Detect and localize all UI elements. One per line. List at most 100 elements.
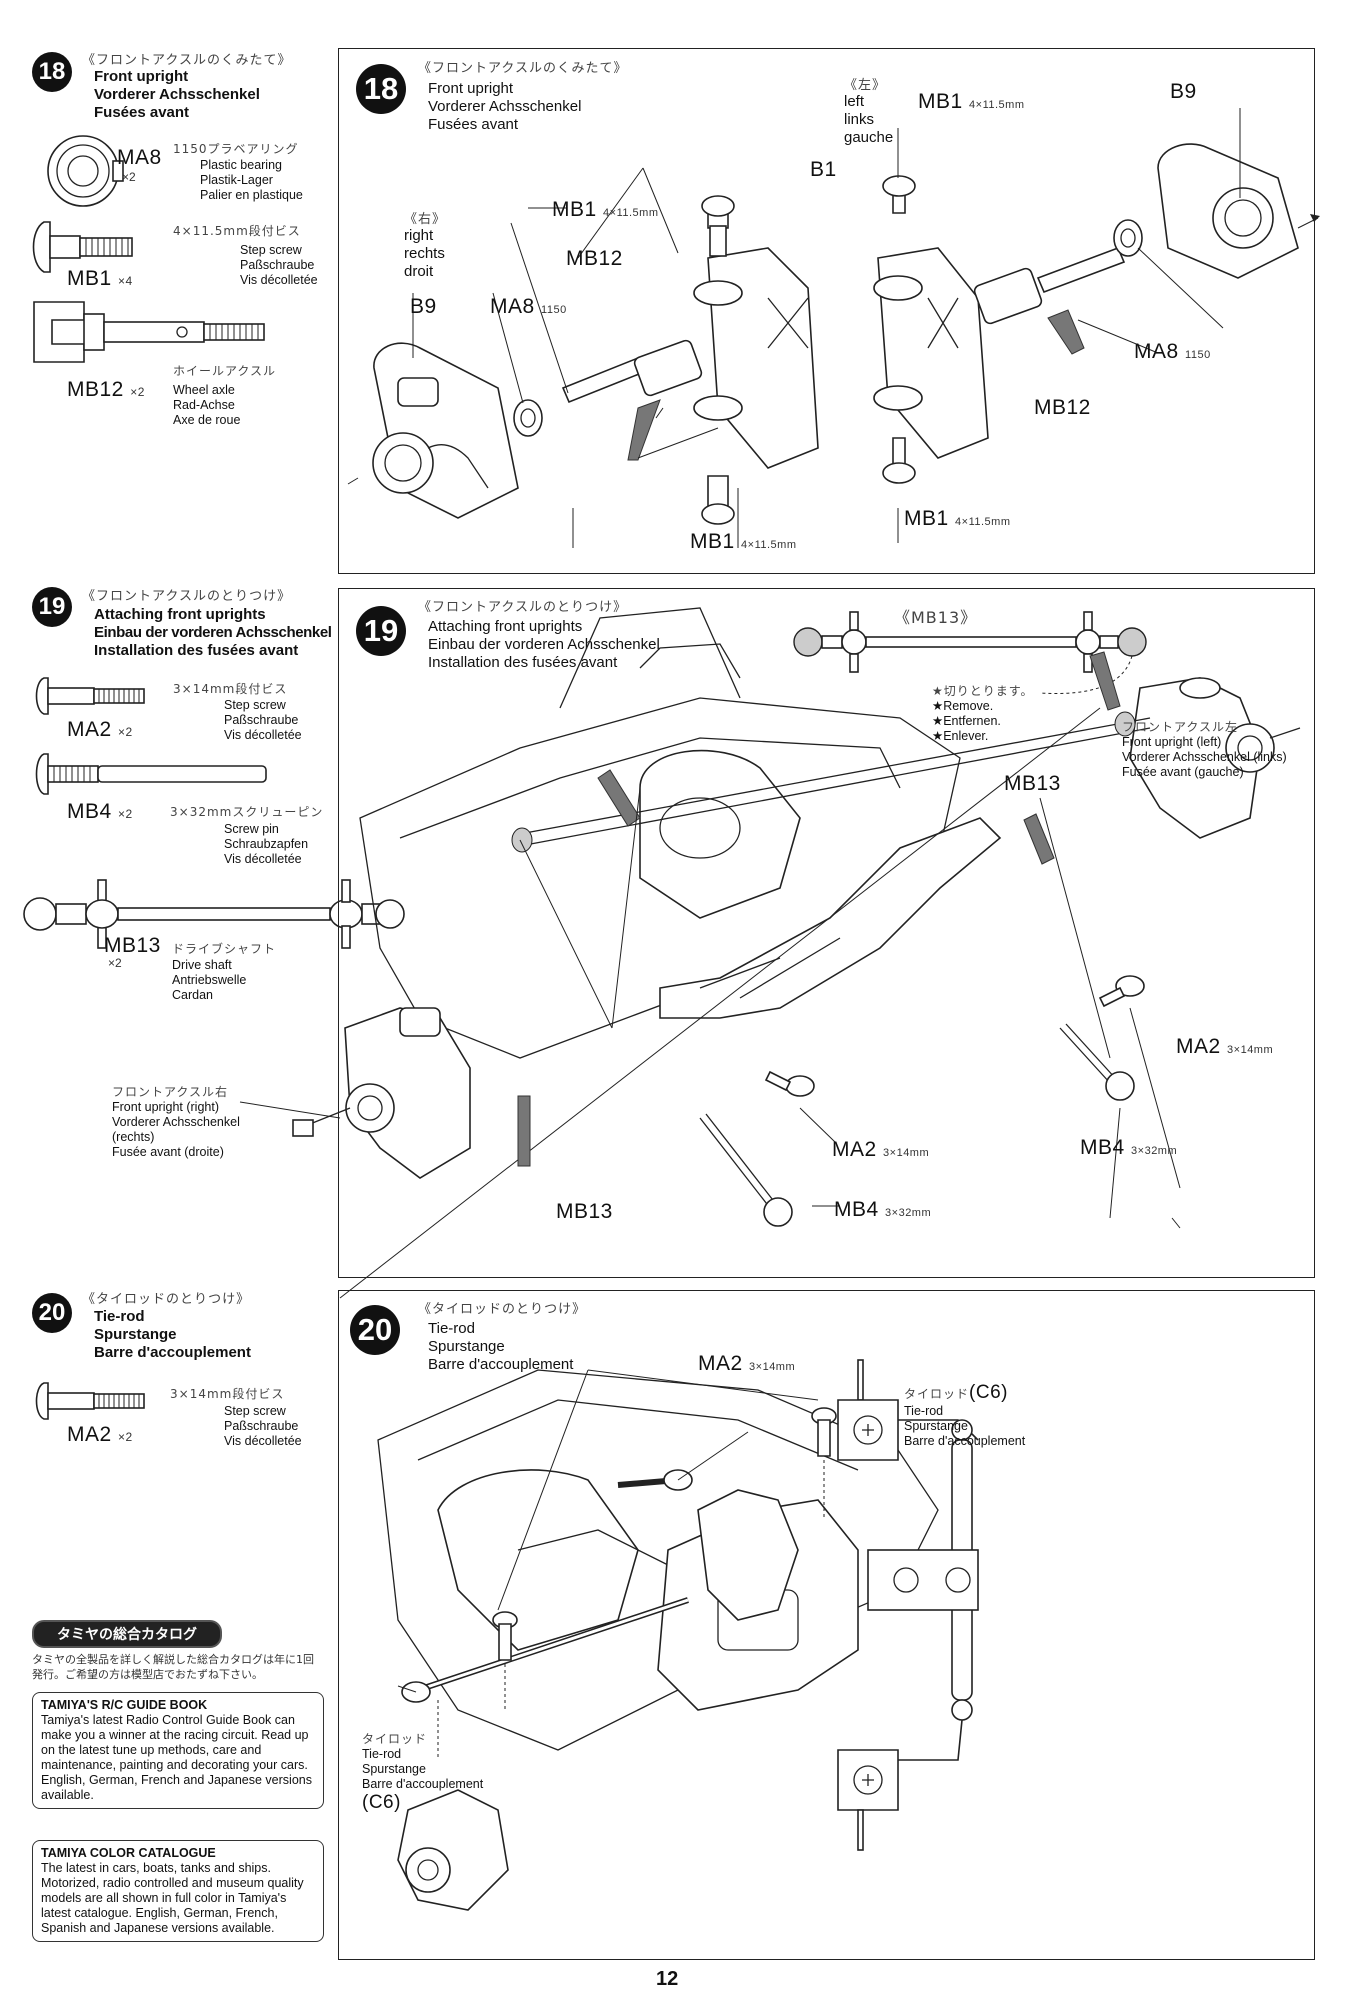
diagram-title-de: Vorderer Achsschenkel xyxy=(428,98,582,115)
label-front-upright-left-de: Vorderer Achsschenkel (links) xyxy=(1122,750,1287,764)
label-b9-right: B9 xyxy=(410,295,437,318)
step-number-20: 20 xyxy=(32,1293,72,1333)
page-number: 12 xyxy=(656,1968,679,1990)
part-fr-mb4: Vis décolletée xyxy=(224,852,302,866)
diagram-title-en: Front upright xyxy=(428,80,514,97)
part-de-ma2-20: Paßschraube xyxy=(224,1419,299,1433)
label-tie-rod-bottom: タイロッド Tie-rod Spurstange Barre d'accoupl… xyxy=(362,1730,483,1814)
step-20-diagram-frame xyxy=(338,1290,1315,1960)
step20-title-en: Tie-rod xyxy=(94,1308,145,1325)
label-right-fr: droit xyxy=(404,263,434,280)
label-front-upright-left-fr: Fusée avant (gauche) xyxy=(1122,765,1244,779)
label-ma2-right: MA2 3×14mm xyxy=(1176,1035,1274,1058)
part-code-ma2-20: MA2 ×2 xyxy=(67,1423,133,1446)
label-front-upright-right-de2: (rechts) xyxy=(112,1130,155,1144)
label-mb13-top: MB13 xyxy=(1004,772,1061,795)
step-19-diagram-frame xyxy=(338,588,1315,1278)
label-left-jp: 《左》 xyxy=(844,78,887,93)
color-catalogue-box: TAMIYA COLOR CATALOGUE The latest in car… xyxy=(32,1840,324,1942)
part-desc-ma8: Plastic bearing Plastik-Lager Palier en … xyxy=(200,158,303,203)
part-desc-mb12: Wheel axle Rad-Achse Axe de roue xyxy=(173,383,240,428)
label-mb12-right: MB12 xyxy=(566,247,623,270)
label-mb1-bottom: MB1 4×11.5mm xyxy=(690,530,797,553)
label-front-upright-left-jp: フロントアクスル左 xyxy=(1122,720,1239,734)
guide-book-title: TAMIYA'S R/C GUIDE BOOK xyxy=(41,1698,208,1712)
part-jp-mb4: 3×32mmスクリューピン xyxy=(170,805,324,819)
label-tie-rod-bottom-de: Spurstange xyxy=(362,1762,426,1776)
label-tie-rod-bottom-en: Tie-rod xyxy=(362,1747,402,1761)
label-left-fr: gauche xyxy=(844,129,894,146)
label-tie-rod-top-en: Tie-rod xyxy=(904,1404,944,1418)
diagram20-title-en: Tie-rod xyxy=(428,1320,475,1337)
step-title-jp: 《フロントアクスルのくみたて》 xyxy=(82,53,292,68)
part-desc-mb13: Drive shaft Antriebswelle Cardan xyxy=(172,958,246,1003)
drive-shaft-mb13-icon xyxy=(23,879,405,949)
label-mb13-detail: 《MB13》 xyxy=(894,608,978,627)
color-catalogue-text: The latest in cars, boats, tanks and shi… xyxy=(41,1861,304,1935)
part-jp-ma2: 3×14mm段付ビス xyxy=(173,682,288,696)
part-en-ma2: Step screw xyxy=(224,698,286,712)
step-title-de: Vorderer Achsschenkel xyxy=(94,86,260,103)
diagram-title-fr: Fusées avant xyxy=(428,116,519,133)
label-b9-left: B9 xyxy=(1170,80,1197,103)
part-code-mb1: MB1 ×4 xyxy=(67,267,133,290)
remove-note-en: ★Remove. xyxy=(932,699,994,713)
step-title: Front upright Vorderer Achsschenkel Fusé… xyxy=(94,68,260,122)
label-right: 《右》 right rechts droit xyxy=(404,208,446,281)
label-ma2-20: MA2 3×14mm xyxy=(698,1352,796,1375)
label-right-en: right xyxy=(404,227,434,244)
label-mb1-bottom-left: MB1 4×11.5mm xyxy=(904,507,1011,530)
part-code-mb4: MB4 ×2 xyxy=(67,800,133,823)
wheel-axle-icon xyxy=(33,301,265,363)
label-tie-rod-top-de: Spurstange xyxy=(904,1419,968,1433)
label-left-en: left xyxy=(844,93,865,110)
part-jp-mb1: 4×11.5mm段付ビス xyxy=(173,224,301,238)
step19-title-en: Attaching front uprights xyxy=(94,606,266,623)
part-de-mb1: Paßschraube xyxy=(240,258,315,272)
front-upright-install-drawing xyxy=(239,607,1301,1299)
label-mb4-right: MB4 3×32mm xyxy=(1080,1136,1178,1159)
part-en-mb4: Screw pin xyxy=(224,822,279,836)
part-qty-mb13: ×2 xyxy=(108,956,122,970)
step-title-en: Front upright xyxy=(94,68,189,85)
step-number-18-diagram: 18 xyxy=(356,64,406,114)
part-de-mb13: Antriebswelle xyxy=(172,973,247,987)
label-tie-rod-bottom-code: (C6) xyxy=(362,1792,401,1813)
step-screw-ma2-icon-20 xyxy=(35,1382,145,1420)
color-catalogue-title: TAMIYA COLOR CATALOGUE xyxy=(41,1846,216,1860)
label-front-upright-right-de: Vorderer Achsschenkel xyxy=(112,1115,240,1129)
step20-title-de: Spurstange xyxy=(94,1326,177,1343)
step20-title: Tie-rod Spurstange Barre d'accouplement xyxy=(94,1308,251,1362)
diagram19-title: Attaching front uprights Einbau der vord… xyxy=(428,618,660,672)
diagram19-title-en: Attaching front uprights xyxy=(428,618,583,635)
label-mb1-top-right: MB1 4×11.5mm xyxy=(918,90,1025,113)
part-fr-ma2: Vis décolletée xyxy=(224,728,302,742)
step19-title-fr: Installation des fusées avant xyxy=(94,642,299,659)
diagram20-title-de: Spurstange xyxy=(428,1338,505,1355)
part-de-mb4: Schraubzapfen xyxy=(224,837,309,851)
part-jp-ma2-20: 3×14mm段付ビス xyxy=(170,1387,285,1401)
label-front-upright-right: フロントアクスル右 Front upright (right) Vorderer… xyxy=(112,1083,240,1160)
label-mb12-left: MB12 xyxy=(1034,396,1091,419)
label-tie-rod-bottom-jp: タイロッド xyxy=(362,1732,428,1746)
step19-title-de: Einbau der vorderen Achsschenkel xyxy=(94,624,332,641)
label-front-upright-right-en: Front upright (right) xyxy=(112,1100,219,1114)
part-fr-ma2-20: Vis décolletée xyxy=(224,1434,302,1448)
guide-book-box: TAMIYA'S R/C GUIDE BOOK Tamiya's latest … xyxy=(32,1692,324,1809)
part-jp-mb13: ドライブシャフト xyxy=(172,942,277,956)
label-right-de: rechts xyxy=(404,245,445,262)
part-desc-mb4: Screw pin Schraubzapfen Vis décolletée xyxy=(224,822,308,867)
label-ma2-centre: MA2 3×14mm xyxy=(832,1138,930,1161)
diagram20-title-jp: 《タイロッドのとりつけ》 xyxy=(418,1302,587,1317)
part-desc-ma2-20: Step screw Paßschraube Vis décolletée xyxy=(224,1404,302,1449)
step19-title: Attaching front uprights Einbau der vord… xyxy=(94,606,332,660)
tie-rod-drawing xyxy=(377,1359,979,1911)
part-code-ma2: MA2 ×2 xyxy=(67,718,133,741)
step20-title-jp: 《タイロッドのとりつけ》 xyxy=(82,1292,251,1307)
part-de-ma2: Paßschraube xyxy=(224,713,299,727)
label-left-de: links xyxy=(844,111,875,128)
label-front-upright-right-jp: フロントアクスル右 xyxy=(112,1085,229,1099)
part-fr-mb13: Cardan xyxy=(172,988,213,1002)
part-en-ma8: Plastic bearing xyxy=(200,158,282,172)
step-number-20-diagram: 20 xyxy=(350,1305,400,1355)
